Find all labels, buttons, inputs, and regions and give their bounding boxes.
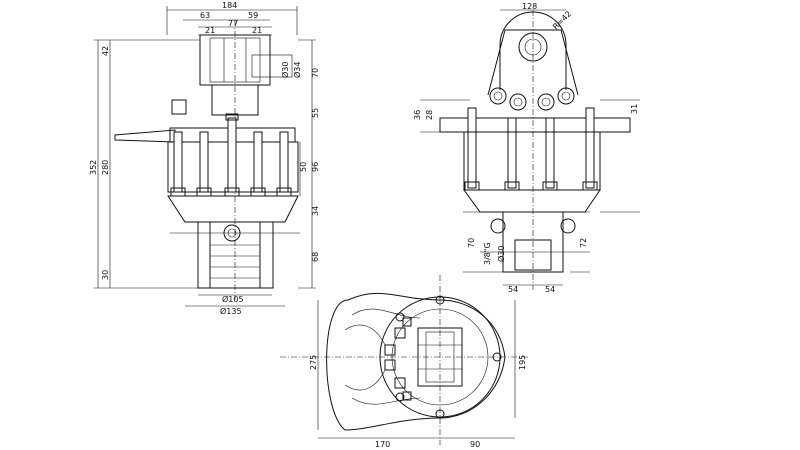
dim-center-width: 77 (228, 19, 238, 28)
dim-overall-width: 184 (222, 1, 237, 10)
dim-height-68: 68 (311, 252, 320, 262)
dim-right-54: 54 (545, 285, 555, 294)
dim-height-195: 195 (518, 355, 527, 370)
dim-top-height: 42 (101, 46, 110, 56)
dim-height-280: 280 (101, 160, 110, 175)
dim-height-70: 70 (311, 68, 320, 78)
dim-bottom-170: 170 (375, 440, 390, 449)
dim-height-34: 34 (311, 206, 320, 216)
dim-width-128: 128 (522, 2, 537, 11)
dim-36: 36 (413, 110, 422, 120)
dim-bottom-90: 90 (470, 440, 480, 449)
dim-dia-105: Ø105 (222, 294, 244, 304)
side-view: 128 R=42 36 28 31 70 3/8"G Ø30 72 54 54 (413, 2, 640, 294)
dim-thread: 3/8"G (483, 242, 492, 265)
dim-height-275: 275 (309, 355, 318, 370)
dim-height-30: 30 (101, 270, 110, 280)
front-bolts (170, 113, 292, 197)
dim-left-offset: 63 (200, 11, 210, 20)
front-view: 184 63 59 77 21 21 Ø30 Ø34 352 280 42 30… (89, 1, 320, 316)
dim-bore-30: Ø30 (280, 62, 290, 78)
dim-bore-34: Ø34 (292, 62, 302, 78)
dim-28: 28 (425, 110, 434, 120)
dim-dia-135: Ø135 (220, 306, 242, 316)
dim-lug-right: 21 (252, 26, 262, 35)
dim-height-55: 55 (311, 108, 320, 118)
dim-31: 31 (630, 104, 639, 114)
dim-height-96: 96 (311, 162, 320, 172)
dim-height-50: 50 (299, 162, 308, 172)
side-nuts (489, 87, 575, 111)
dim-bore-30-side: Ø30 (496, 246, 506, 262)
dim-overall-height: 352 (89, 160, 98, 175)
dim-70: 70 (467, 238, 476, 248)
dim-72: 72 (579, 238, 588, 248)
top-view: 275 195 170 90 (280, 275, 530, 449)
dim-lug-left: 21 (205, 26, 215, 35)
dim-right-offset: 59 (248, 11, 258, 20)
dim-left-54: 54 (508, 285, 518, 294)
